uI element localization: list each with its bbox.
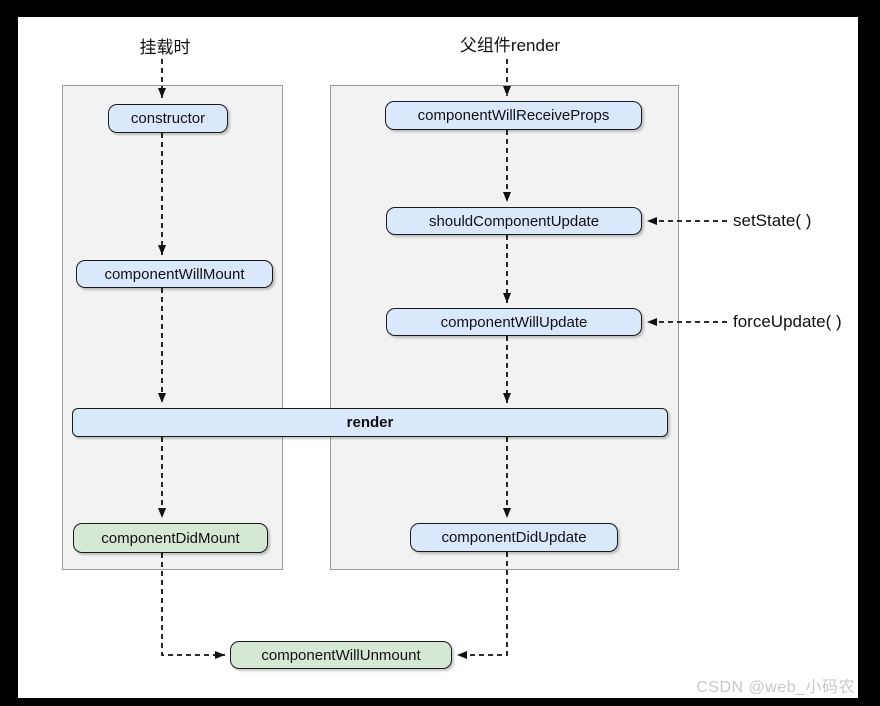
node-component-will-update: componentWillUpdate (386, 308, 642, 336)
watermark: CSDN @web_小码农 (696, 679, 855, 696)
node-constructor: constructor (108, 104, 228, 133)
node-component-did-update: componentDidUpdate (410, 523, 618, 552)
mount-phase-panel (62, 85, 283, 570)
node-component-will-mount: componentWillMount (76, 260, 273, 288)
node-component-will-unmount: componentWillUnmount (230, 641, 452, 669)
heading-parent-render: 父组件render (459, 36, 561, 55)
arrow-didupdate-to-willunmount (457, 552, 508, 659)
heading-mount-phase: 挂载时 (139, 38, 191, 57)
annotation-force-update: forceUpdate( ) (733, 312, 842, 331)
node-component-will-receive-props: componentWillReceiveProps (385, 101, 642, 130)
diagram-canvas: 挂载时 父组件render constructor componentWillM… (18, 17, 858, 698)
arrow-layer (158, 59, 727, 659)
annotation-set-state: setState( ) (733, 211, 812, 230)
node-should-component-update: shouldComponentUpdate (386, 207, 642, 235)
node-component-did-mount: componentDidMount (73, 523, 268, 553)
arrow-didmount-to-willunmount (161, 553, 225, 659)
node-render: render (72, 408, 668, 437)
